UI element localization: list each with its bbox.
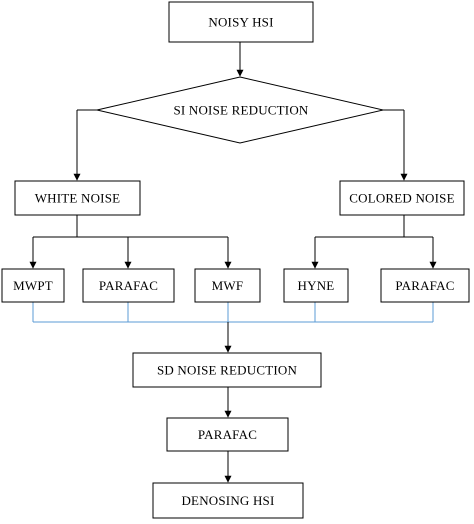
node-mwpt-label: MWPT — [13, 278, 53, 293]
node-parafac-white-label: PARAFAC — [99, 278, 158, 293]
node-si-noise-reduction-label: SI NOISE REDUCTION — [173, 103, 308, 118]
node-colored-noise: COLORED NOISE — [339, 180, 465, 216]
node-noisy-hsi-label: NOISY HSI — [208, 15, 273, 30]
node-white-noise: WHITE NOISE — [14, 180, 141, 216]
node-colored-noise-label: COLORED NOISE — [349, 191, 455, 206]
node-sd-noise-reduction: SD NOISE REDUCTION — [132, 352, 322, 388]
node-sd-noise-reduction-label: SD NOISE REDUCTION — [157, 363, 298, 378]
node-mwf: MWF — [194, 268, 261, 303]
node-hyne-label: HYNE — [298, 278, 335, 293]
node-denosing-hsi-label: DENOSING HSI — [181, 493, 274, 508]
node-parafac-sd-label: PARAFAC — [198, 427, 257, 442]
node-denosing-hsi: DENOSING HSI — [152, 482, 304, 519]
node-si-noise-reduction: SI NOISE REDUCTION — [96, 76, 384, 144]
node-parafac-sd: PARAFAC — [166, 417, 289, 452]
node-white-noise-label: WHITE NOISE — [35, 191, 121, 206]
node-hyne: HYNE — [283, 268, 349, 303]
node-parafac-colored-label: PARAFAC — [395, 278, 454, 293]
node-parafac-white: PARAFAC — [82, 268, 175, 303]
node-noisy-hsi: NOISY HSI — [168, 1, 314, 43]
node-parafac-colored: PARAFAC — [380, 268, 470, 303]
node-mwpt: MWPT — [1, 268, 65, 303]
node-mwf-label: MWF — [212, 278, 244, 293]
connectors — [29, 42, 437, 483]
